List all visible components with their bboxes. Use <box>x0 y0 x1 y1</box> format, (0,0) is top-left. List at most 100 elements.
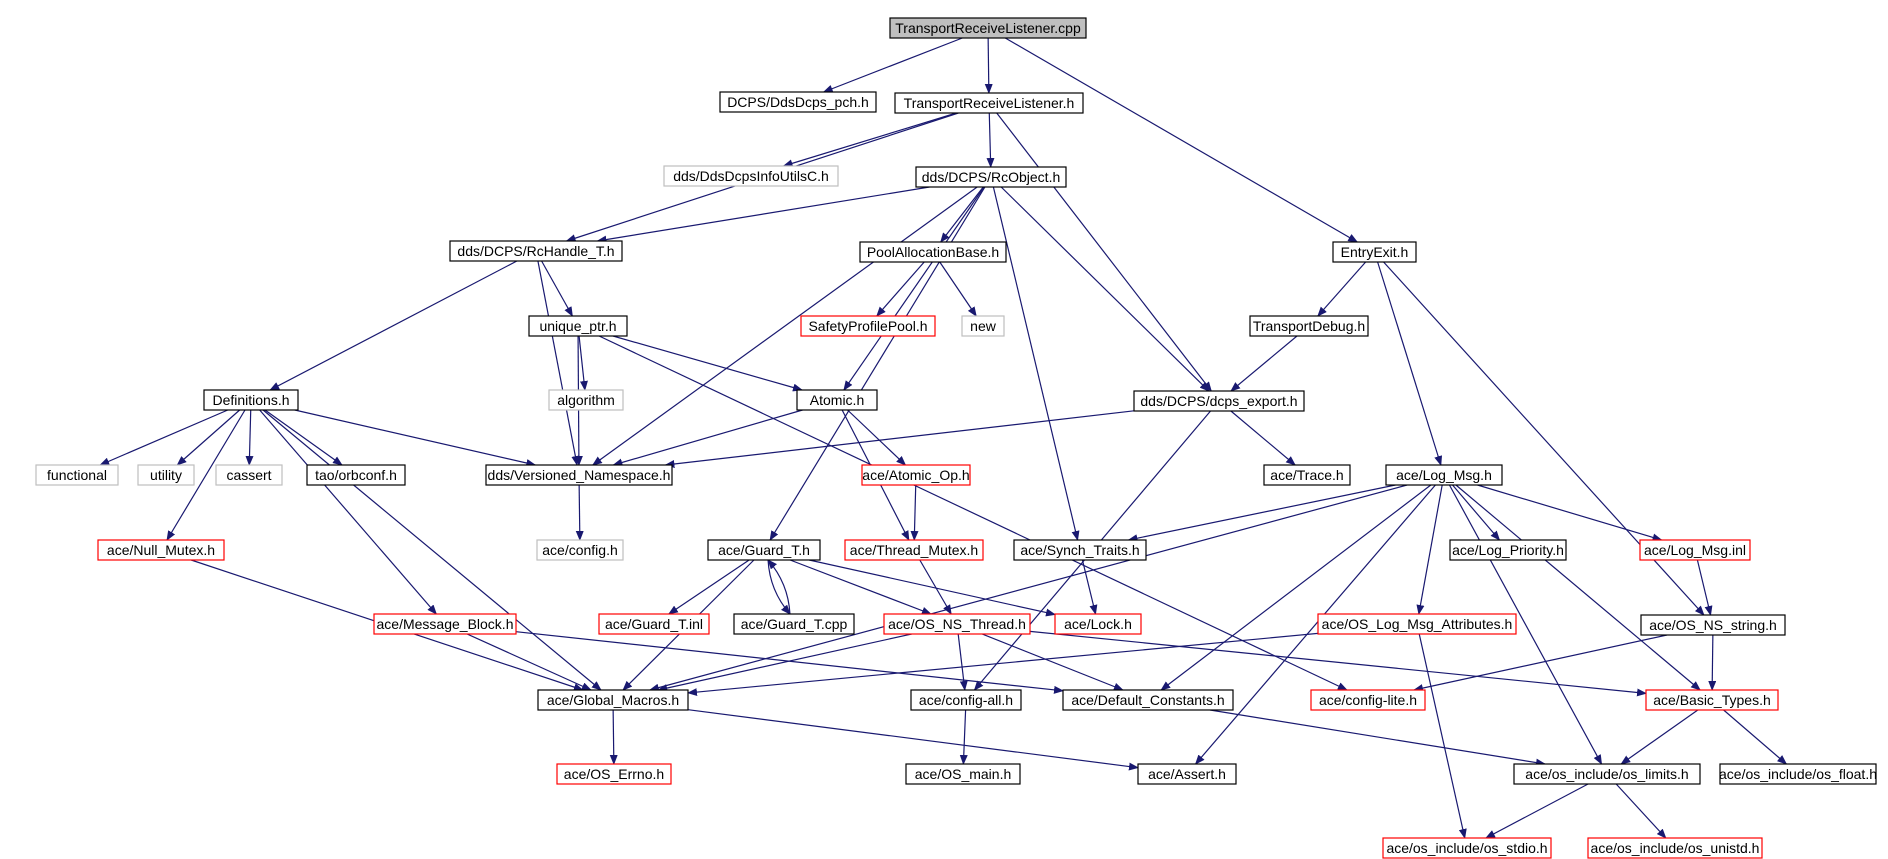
node-label: ace/Synch_Traits.h <box>1020 542 1139 558</box>
edge-os_ns_thread-to-global_macros <box>657 633 912 692</box>
nodes-layer: TransportReceiveListener.cppDCPS/DdsDcps… <box>35 17 1877 859</box>
node-box <box>306 464 406 486</box>
node-label: ace/Null_Mutex.h <box>107 542 215 558</box>
node-config-all[interactable]: ace/config-all.h <box>910 689 1022 711</box>
node-label: ace/Log_Priority.h <box>1452 542 1564 558</box>
node-os-float[interactable]: ace/os_include/os_float.h <box>1719 763 1877 785</box>
node-ace-assert[interactable]: ace/Assert.h <box>1137 763 1237 785</box>
edge-os_log_attr-to-global_macros <box>687 632 1319 697</box>
node-global-macros[interactable]: ace/Global_Macros.h <box>537 689 689 711</box>
node-functional[interactable]: functional <box>35 464 119 486</box>
node-new[interactable]: new <box>961 315 1005 337</box>
edge-rcobject-to-dcps_export <box>1000 186 1210 392</box>
node-box <box>1513 763 1701 785</box>
node-ddsdcps-pch[interactable]: DCPS/DdsDcps_pch.h <box>719 91 877 113</box>
edge-transportdebug-to-dcps_export <box>1230 335 1298 392</box>
node-os-errno[interactable]: ace/OS_Errno.h <box>556 763 672 785</box>
node-box <box>598 613 710 635</box>
node-label: ace/config-lite.h <box>1319 692 1417 708</box>
node-label: ace/Lock.h <box>1064 616 1132 632</box>
edge-global_macros-to-os_errno <box>609 709 618 765</box>
edge-trl_h-to-infoutils <box>782 112 957 168</box>
node-os-limits[interactable]: ace/os_include/os_limits.h <box>1513 763 1701 785</box>
node-default-consts[interactable]: ace/Default_Constants.h <box>1062 689 1234 711</box>
edge-rcobject-to-poolalloc <box>940 186 984 243</box>
edge-log_msg-to-os_log_attr <box>1416 484 1443 615</box>
edge-default_consts-to-os_limits <box>1209 709 1546 767</box>
node-poolalloc[interactable]: PoolAllocationBase.h <box>859 241 1007 263</box>
node-label: ace/os_include/os_float.h <box>1719 766 1877 782</box>
node-os-main[interactable]: ace/OS_main.h <box>905 763 1021 785</box>
node-ace-config[interactable]: ace/config.h <box>536 539 624 561</box>
node-atomic-op[interactable]: ace/Atomic_Op.h <box>861 464 971 486</box>
node-atomic[interactable]: Atomic.h <box>796 389 878 411</box>
node-os-ns-string[interactable]: ace/OS_NS_string.h <box>1640 614 1786 636</box>
node-ace-lock[interactable]: ace/Lock.h <box>1054 613 1142 635</box>
node-os-unistd[interactable]: ace/os_include/os_unistd.h <box>1587 837 1763 859</box>
node-label: tao/orbconf.h <box>315 467 397 483</box>
node-label: dds/DCPS/dcps_export.h <box>1140 393 1297 409</box>
node-dcps-export[interactable]: dds/DCPS/dcps_export.h <box>1133 390 1305 412</box>
node-infoutils[interactable]: dds/DdsDcpsInfoUtilsC.h <box>663 165 839 187</box>
node-box <box>889 17 1087 39</box>
node-config-lite[interactable]: ace/config-lite.h <box>1310 689 1426 711</box>
node-basic-types[interactable]: ace/Basic_Types.h <box>1645 689 1779 711</box>
edge-os_limits-to-os_stdio <box>1485 783 1589 839</box>
node-definitions[interactable]: Definitions.h <box>203 389 299 411</box>
node-orbconf[interactable]: tao/orbconf.h <box>306 464 406 486</box>
edge-rcobject-to-guard_t <box>769 186 986 541</box>
node-guard-cpp[interactable]: ace/Guard_T.cpp <box>733 613 855 635</box>
node-log-priority[interactable]: ace/Log_Priority.h <box>1449 539 1567 561</box>
node-label: ace/OS_main.h <box>915 766 1012 782</box>
node-thread-mutex[interactable]: ace/Thread_Mutex.h <box>844 539 984 561</box>
node-utility[interactable]: utility <box>137 464 195 486</box>
node-rchandle[interactable]: dds/DCPS/RcHandle_T.h <box>449 240 623 262</box>
edge-rchandle-to-definitions <box>269 260 518 391</box>
node-box <box>910 689 1022 711</box>
node-label: dds/DdsDcpsInfoUtilsC.h <box>673 168 829 184</box>
node-box <box>961 315 1005 337</box>
node-label: ace/Global_Macros.h <box>547 692 679 708</box>
node-entryexit[interactable]: EntryExit.h <box>1332 241 1417 263</box>
node-box <box>1385 464 1503 486</box>
node-label: ace/Guard_T.h <box>718 542 810 558</box>
node-log-msg-inl[interactable]: ace/Log_Msg.inl <box>1639 539 1751 561</box>
node-label: ace/os_include/os_limits.h <box>1525 766 1688 782</box>
node-root[interactable]: TransportReceiveListener.cpp <box>889 17 1087 39</box>
edge-message_block-to-global_macros <box>466 633 592 691</box>
edge-definitions-to-message_block <box>259 409 437 615</box>
node-synch-traits[interactable]: ace/Synch_Traits.h <box>1013 539 1147 561</box>
edge-rchandle-to-versioned <box>537 260 580 466</box>
node-trl-h[interactable]: TransportReceiveListener.h <box>894 92 1084 114</box>
node-unique-ptr[interactable]: unique_ptr.h <box>528 315 628 337</box>
node-os-log-attr[interactable]: ace/OS_Log_Msg_Attributes.h <box>1317 613 1517 635</box>
edge-trl_h-to-dcps_export <box>996 112 1212 392</box>
node-message-block[interactable]: ace/Message_Block.h <box>373 613 517 635</box>
node-label: unique_ptr.h <box>539 318 616 334</box>
node-box <box>719 91 877 113</box>
node-ace-trace[interactable]: ace/Trace.h <box>1263 464 1351 486</box>
node-transportdebug[interactable]: TransportDebug.h <box>1249 315 1369 337</box>
node-label: ace/Guard_T.inl <box>605 616 703 632</box>
node-box <box>915 166 1067 188</box>
node-cassert[interactable]: cassert <box>215 464 283 486</box>
edge-basic_types-to-os_float <box>1723 709 1788 765</box>
edge-definitions-to-null_mutex <box>166 409 246 541</box>
node-os-ns-thread[interactable]: ace/OS_NS_Thread.h <box>883 613 1031 635</box>
edge-definitions-to-versioned <box>294 409 537 467</box>
node-box <box>1310 689 1426 711</box>
node-rcobject[interactable]: dds/DCPS/RcObject.h <box>915 166 1067 188</box>
node-log-msg[interactable]: ace/Log_Msg.h <box>1385 464 1503 486</box>
node-safetypool[interactable]: SafetyProfilePool.h <box>800 315 936 337</box>
node-label: EntryExit.h <box>1341 244 1409 260</box>
node-null-mutex[interactable]: ace/Null_Mutex.h <box>97 539 225 561</box>
node-guard-inl[interactable]: ace/Guard_T.inl <box>598 613 710 635</box>
edge-trl_h-to-rcobject <box>986 112 995 168</box>
node-os-stdio[interactable]: ace/os_include/os_stdio.h <box>1382 837 1552 859</box>
node-guard-t[interactable]: ace/Guard_T.h <box>707 539 821 561</box>
node-algorithm[interactable]: algorithm <box>548 389 624 411</box>
node-label: DCPS/DdsDcps_pch.h <box>727 94 869 110</box>
node-versioned[interactable]: dds/Versioned_Namespace.h <box>485 464 673 486</box>
edge-definitions-to-utility <box>176 409 241 466</box>
edge-dcps_export-to-ace_trace <box>1230 410 1296 466</box>
